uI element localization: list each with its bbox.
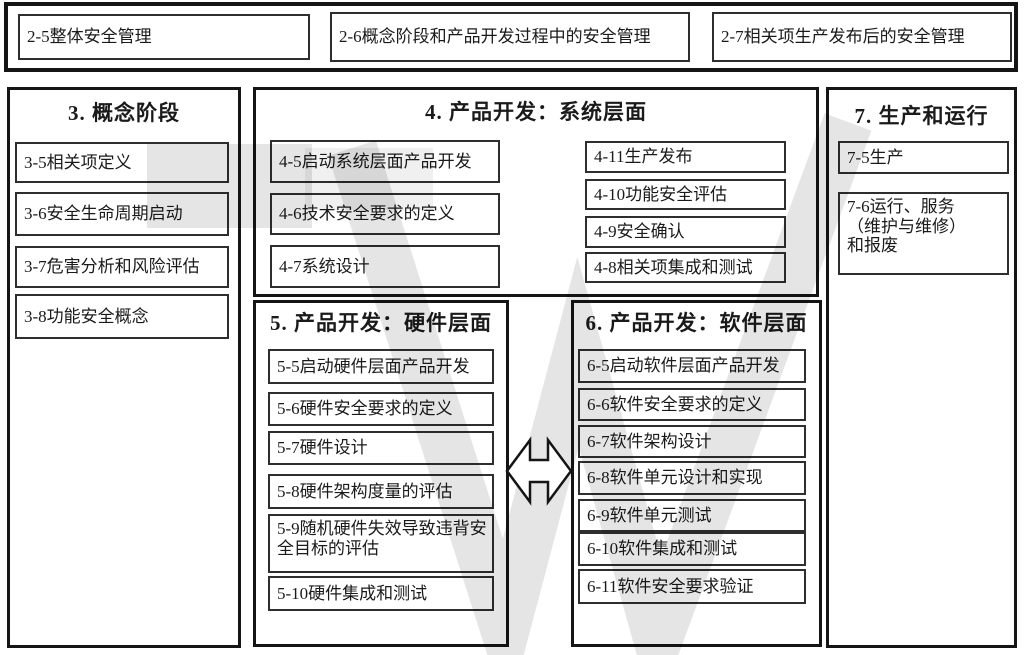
box-4-9-label: 4-9安全确认 bbox=[594, 222, 685, 242]
box-3-8-label: 3-8功能安全概念 bbox=[24, 306, 149, 326]
box-2-6-label: 2-6概念阶段和产品开发过程中的安全管理 bbox=[339, 27, 651, 47]
box-3-7-label: 3-7危害分析和风险评估 bbox=[24, 257, 200, 277]
box-6-6-label: 6-6软件安全要求的定义 bbox=[587, 394, 763, 414]
box-6-7: 6-7软件架构设计 bbox=[578, 425, 806, 458]
box-5-6: 5-6硬件安全要求的定义 bbox=[268, 392, 494, 426]
section-7-title: 7. 生产和运行 bbox=[854, 104, 989, 128]
box-5-7-label: 5-7硬件设计 bbox=[277, 438, 368, 458]
box-3-7: 3-7危害分析和风险评估 bbox=[15, 246, 229, 288]
box-4-7-label: 4-7系统设计 bbox=[279, 256, 370, 276]
box-4-10: 4-10功能安全评估 bbox=[585, 179, 786, 210]
box-7-6-label: 7-6运行、服务 （维护与维修） 和报废 bbox=[847, 197, 966, 256]
box-4-11-label: 4-11生产发布 bbox=[594, 147, 693, 167]
box-4-8-label: 4-8相关项集成和测试 bbox=[594, 257, 753, 277]
box-3-5: 3-5相关项定义 bbox=[15, 142, 229, 183]
box-6-7-label: 6-7软件架构设计 bbox=[587, 431, 712, 451]
box-3-8: 3-8功能安全概念 bbox=[15, 294, 229, 339]
box-4-9: 4-9安全确认 bbox=[585, 216, 786, 248]
box-6-5-label: 6-5启动软件层面产品开发 bbox=[587, 356, 780, 376]
box-2-5-label: 2-5整体安全管理 bbox=[27, 27, 152, 47]
box-2-7: 2-7相关项生产发布后的安全管理 bbox=[712, 12, 1012, 62]
section-6-software-level: 6. 产品开发：软件层面 6-5启动软件层面产品开发 6-6软件安全要求的定义 … bbox=[571, 300, 822, 647]
section-4-title: 4. 产品开发：系统层面 bbox=[425, 100, 647, 124]
box-4-8: 4-8相关项集成和测试 bbox=[585, 252, 786, 283]
section-6-title: 6. 产品开发：软件层面 bbox=[585, 311, 808, 335]
box-2-6: 2-6概念阶段和产品开发过程中的安全管理 bbox=[330, 12, 690, 62]
box-6-11-label: 6-11软件安全要求验证 bbox=[587, 576, 754, 596]
box-6-8: 6-8软件单元设计和实现 bbox=[578, 461, 806, 495]
box-7-5-label: 7-5生产 bbox=[847, 147, 904, 167]
section-5-hardware-level: 5. 产品开发：硬件层面 5-5启动硬件层面产品开发 5-6硬件安全要求的定义 … bbox=[253, 300, 509, 647]
management-banner: 2-5整体安全管理 2-6概念阶段和产品开发过程中的安全管理 2-7相关项生产发… bbox=[4, 2, 1018, 72]
hw-sw-double-arrow-icon bbox=[505, 436, 573, 506]
section-3-concept-phase: 3. 概念阶段 3-5相关项定义 3-6安全生命周期启动 3-7危害分析和风险评… bbox=[7, 87, 241, 648]
box-5-10: 5-10硬件集成和测试 bbox=[268, 576, 494, 611]
section-3-title: 3. 概念阶段 bbox=[68, 101, 180, 125]
section-7-production-operation: 7. 生产和运行 7-5生产 7-6运行、服务 （维护与维修） 和报废 bbox=[826, 87, 1017, 648]
box-7-6: 7-6运行、服务 （维护与维修） 和报废 bbox=[838, 192, 1009, 275]
box-3-6: 3-6安全生命周期启动 bbox=[15, 192, 229, 236]
box-4-5-label: 4-5启动系统层面产品开发 bbox=[279, 151, 472, 171]
box-6-9-label: 6-9软件单元测试 bbox=[587, 505, 712, 525]
box-6-8-label: 6-8软件单元设计和实现 bbox=[587, 468, 763, 488]
box-6-5: 6-5启动软件层面产品开发 bbox=[578, 349, 806, 383]
box-5-7: 5-7硬件设计 bbox=[268, 431, 494, 465]
box-5-9: 5-9随机硬件失效导致违背安全目标的评估 bbox=[268, 514, 494, 573]
box-2-5: 2-5整体安全管理 bbox=[18, 14, 310, 60]
box-5-5: 5-5启动硬件层面产品开发 bbox=[268, 349, 494, 384]
box-4-10-label: 4-10功能安全评估 bbox=[594, 184, 728, 204]
box-4-5: 4-5启动系统层面产品开发 bbox=[270, 140, 500, 183]
box-3-6-label: 3-6安全生命周期启动 bbox=[24, 204, 183, 224]
box-5-9-label: 5-9随机硬件失效导致违背安全目标的评估 bbox=[277, 519, 487, 558]
box-5-8-label: 5-8硬件架构度量的评估 bbox=[277, 481, 453, 501]
box-7-5: 7-5生产 bbox=[838, 141, 1009, 174]
box-2-7-label: 2-7相关项生产发布后的安全管理 bbox=[721, 27, 965, 47]
box-4-6-label: 4-6技术安全要求的定义 bbox=[279, 204, 455, 224]
box-3-5-label: 3-5相关项定义 bbox=[24, 152, 132, 172]
box-5-5-label: 5-5启动硬件层面产品开发 bbox=[277, 356, 470, 376]
box-5-6-label: 5-6硬件安全要求的定义 bbox=[277, 399, 453, 419]
section-4-system-level: 4. 产品开发：系统层面 4-5启动系统层面产品开发 4-6技术安全要求的定义 … bbox=[253, 87, 819, 297]
box-5-8: 5-8硬件架构度量的评估 bbox=[268, 474, 494, 509]
box-6-10: 6-10软件集成和测试 bbox=[578, 532, 806, 566]
box-4-11: 4-11生产发布 bbox=[585, 141, 786, 173]
box-6-10-label: 6-10软件集成和测试 bbox=[587, 539, 738, 559]
box-6-11: 6-11软件安全要求验证 bbox=[578, 569, 806, 604]
section-5-title: 5. 产品开发：硬件层面 bbox=[270, 311, 492, 335]
box-4-6: 4-6技术安全要求的定义 bbox=[270, 193, 500, 235]
box-6-6: 6-6软件安全要求的定义 bbox=[578, 388, 806, 421]
box-6-9: 6-9软件单元测试 bbox=[578, 499, 806, 532]
box-5-10-label: 5-10硬件集成和测试 bbox=[277, 583, 428, 603]
box-4-7: 4-7系统设计 bbox=[270, 245, 500, 288]
